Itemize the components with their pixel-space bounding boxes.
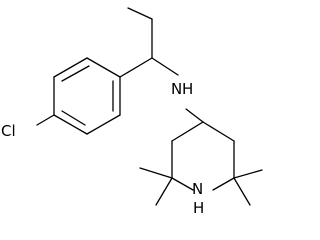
ring-bond xyxy=(171,177,194,191)
methyl-bond xyxy=(233,169,263,179)
bond-methine-to-nh xyxy=(151,57,179,76)
ring-bond xyxy=(86,57,121,78)
bond-nh-to-piperidine xyxy=(185,108,204,123)
methyl-bond xyxy=(155,177,173,206)
methyl-groups xyxy=(139,167,263,206)
ring-bond xyxy=(202,121,235,142)
methyl-bond xyxy=(233,177,251,206)
methyl-bond xyxy=(139,167,173,179)
ring-bond xyxy=(171,121,204,142)
ring-bond xyxy=(86,114,121,135)
chlorine-label: Cl xyxy=(1,122,16,140)
molecule-drawing: Cl N H N H xyxy=(1,7,263,217)
amine-hydrogen-label: H xyxy=(182,80,193,98)
piperidine-ring xyxy=(171,121,235,191)
bond-ethyl-terminal xyxy=(127,7,153,20)
ring-bond xyxy=(212,177,235,191)
structure-diagram: Cl N H N H xyxy=(1,7,263,217)
ring-nitrogen-label: N xyxy=(192,180,203,198)
ethyl-group xyxy=(127,7,153,59)
bond-ring-to-chlorine xyxy=(36,114,55,126)
chlorophenyl-ring xyxy=(53,57,121,135)
ring-hydrogen-label: H xyxy=(193,199,204,217)
amine-nitrogen-label: N xyxy=(171,80,182,98)
ring-double-bond xyxy=(61,65,90,82)
bond-methine-to-ring xyxy=(119,57,153,78)
ring-bond xyxy=(53,114,88,135)
ring-double-bond xyxy=(61,110,86,126)
ring-bond xyxy=(53,57,88,78)
